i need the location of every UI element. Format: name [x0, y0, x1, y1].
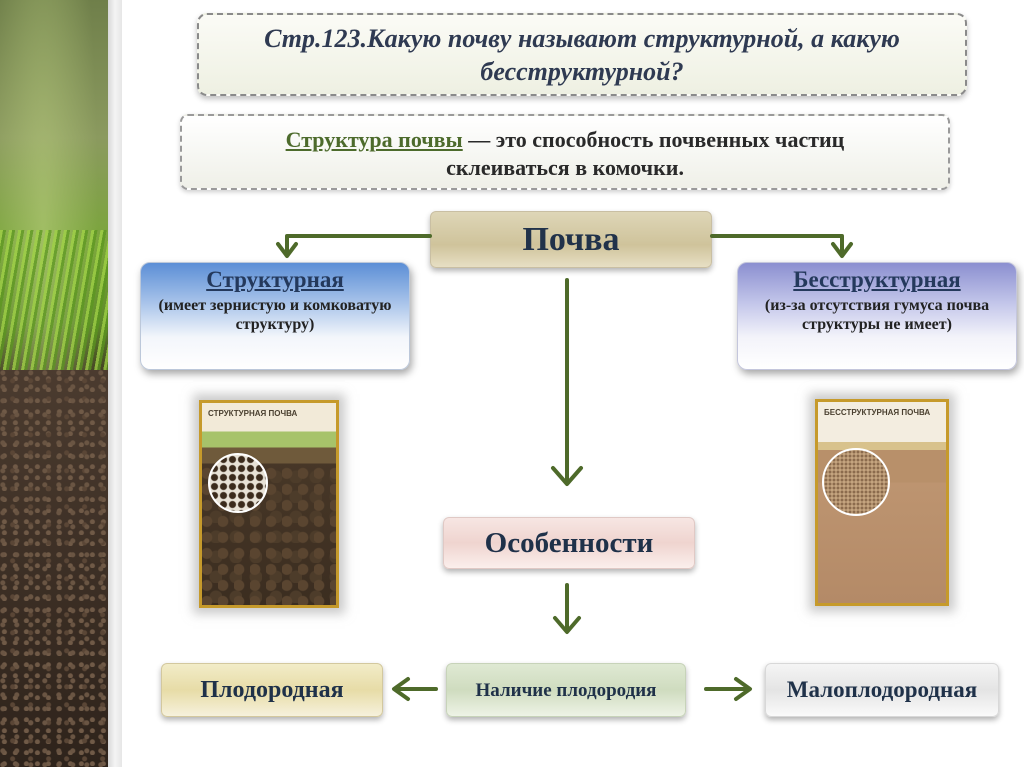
arrow-to-nonstructural: [710, 234, 844, 256]
grass-texture: [0, 230, 108, 370]
structural-soil-note: (имеет зернистую и комковатую структуру): [158, 297, 392, 333]
soil-root-label: Почва: [522, 220, 620, 258]
arrowhead-fertile: [392, 677, 410, 701]
structural-magnifier: [208, 453, 268, 513]
nonstructural-soil-note: (из-за отсутствия гумуса почва структуры…: [764, 297, 990, 333]
fertility-presence-label: Наличие плодородия: [475, 679, 657, 701]
definition-box: Структура почвы — это способность почвен…: [180, 114, 950, 190]
low-fertile-node: Малоплодородная: [765, 663, 999, 717]
arrowhead-structural: [276, 242, 298, 258]
nonstructural-soil-image: БЕССТРУКТУРНАЯ ПОЧВА: [815, 399, 949, 606]
arrowhead-low-fertile: [734, 677, 752, 701]
nonstructural-soil-title: Бесструктурная: [793, 267, 961, 292]
definition-term: Структура почвы: [285, 127, 463, 152]
nonstructural-soil-image-label: БЕССТРУКТУРНАЯ ПОЧВА: [824, 408, 931, 417]
fertile-label: Плодородная: [200, 676, 344, 703]
structural-soil-title: Структурная: [206, 267, 344, 292]
structural-soil-card: Структурная (имеет зернистую и комковату…: [140, 262, 410, 370]
soil-root-node: Почва: [430, 211, 712, 268]
fertile-node: Плодородная: [161, 663, 383, 717]
arrowhead-fertility: [553, 616, 581, 634]
strip-divider: [108, 0, 122, 767]
arrowhead-nonstructural: [831, 242, 853, 258]
decorative-soil-strip: [0, 0, 108, 767]
structural-soil-image: СТРУКТУРНАЯ ПОЧВА: [199, 400, 339, 608]
nonstructural-magnifier: [822, 448, 890, 516]
features-label: Особенности: [484, 526, 654, 559]
page-title: Стр.123.Какую почву называют структурной…: [197, 13, 967, 96]
arrowhead-features: [551, 466, 583, 486]
fertility-presence-node: Наличие плодородия: [446, 663, 686, 717]
features-node: Особенности: [443, 517, 695, 569]
low-fertile-label: Малоплодородная: [786, 677, 978, 702]
definition-text: — это способность почвенных частиц склеи…: [446, 127, 845, 180]
soil-texture: [0, 370, 108, 767]
page-title-text: Стр.123.Какую почву называют структурной…: [264, 23, 900, 86]
nonstructural-soil-card: Бесструктурная (из-за отсутствия гумуса …: [737, 262, 1017, 370]
arrow-to-structural: [285, 234, 432, 256]
structural-soil-image-label: СТРУКТУРНАЯ ПОЧВА: [208, 409, 298, 418]
